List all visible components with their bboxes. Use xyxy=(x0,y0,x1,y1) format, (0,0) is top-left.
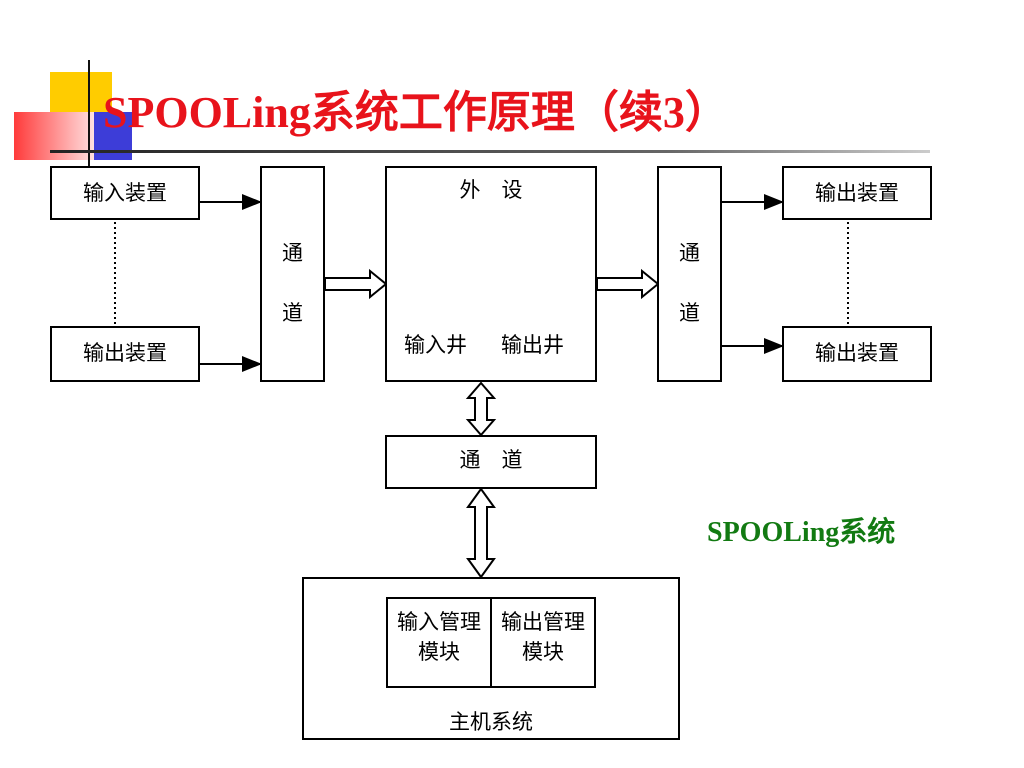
left-channel-char-1: 通 xyxy=(282,241,303,265)
left-channel-char-2: 道 xyxy=(282,301,303,325)
right-channel-char-2: 道 xyxy=(679,301,700,325)
output-well-label: 输出井 xyxy=(501,333,564,357)
left-output-device-box: 输出装置 xyxy=(50,326,200,382)
host-system-label: 主机系统 xyxy=(449,710,533,734)
right-output-device-bottom-box: 输出装置 xyxy=(782,326,932,382)
spooling-system-label: SPOOLing系统 xyxy=(707,517,896,548)
hollow-arrow-channel-to-peripheral xyxy=(324,268,388,300)
left-channel-box: 通 道 xyxy=(260,166,325,382)
right-channel-box: 通 道 xyxy=(657,166,722,382)
deco-title-underline xyxy=(50,150,930,153)
middle-channel-box: 通 道 xyxy=(385,435,597,489)
hollow-arrow-peripheral-to-channel xyxy=(596,268,660,300)
peripheral-title: 外 设 xyxy=(459,178,523,202)
hollow-arrow-channel-host xyxy=(466,487,496,579)
slide-title: SPOOLing系统工作原理（续3） xyxy=(103,88,729,137)
host-system-box: 输入管理模块 输出管理模块 主机系统 xyxy=(302,577,680,740)
left-output-device-label: 输出装置 xyxy=(83,341,167,365)
output-management-module-label: 输出管理模块 xyxy=(501,610,585,664)
middle-channel-label: 通 道 xyxy=(459,448,523,472)
hollow-arrow-peripheral-middle-channel xyxy=(465,381,497,437)
input-management-module: 输入管理模块 xyxy=(386,597,492,688)
deco-vertical-line xyxy=(88,60,90,170)
input-management-module-label: 输入管理模块 xyxy=(397,610,481,664)
right-output-device-top-box: 输出装置 xyxy=(782,166,932,220)
left-input-device-label: 输入装置 xyxy=(83,181,167,205)
right-channel-char-1: 通 xyxy=(679,241,700,265)
left-input-device-box: 输入装置 xyxy=(50,166,200,220)
right-output-device-bottom-label: 输出装置 xyxy=(815,341,899,365)
output-management-module: 输出管理模块 xyxy=(490,597,596,688)
right-output-device-top-label: 输出装置 xyxy=(815,181,899,205)
peripheral-box: 外 设 输入井 输出井 xyxy=(385,166,597,382)
input-well-label: 输入井 xyxy=(404,333,467,357)
